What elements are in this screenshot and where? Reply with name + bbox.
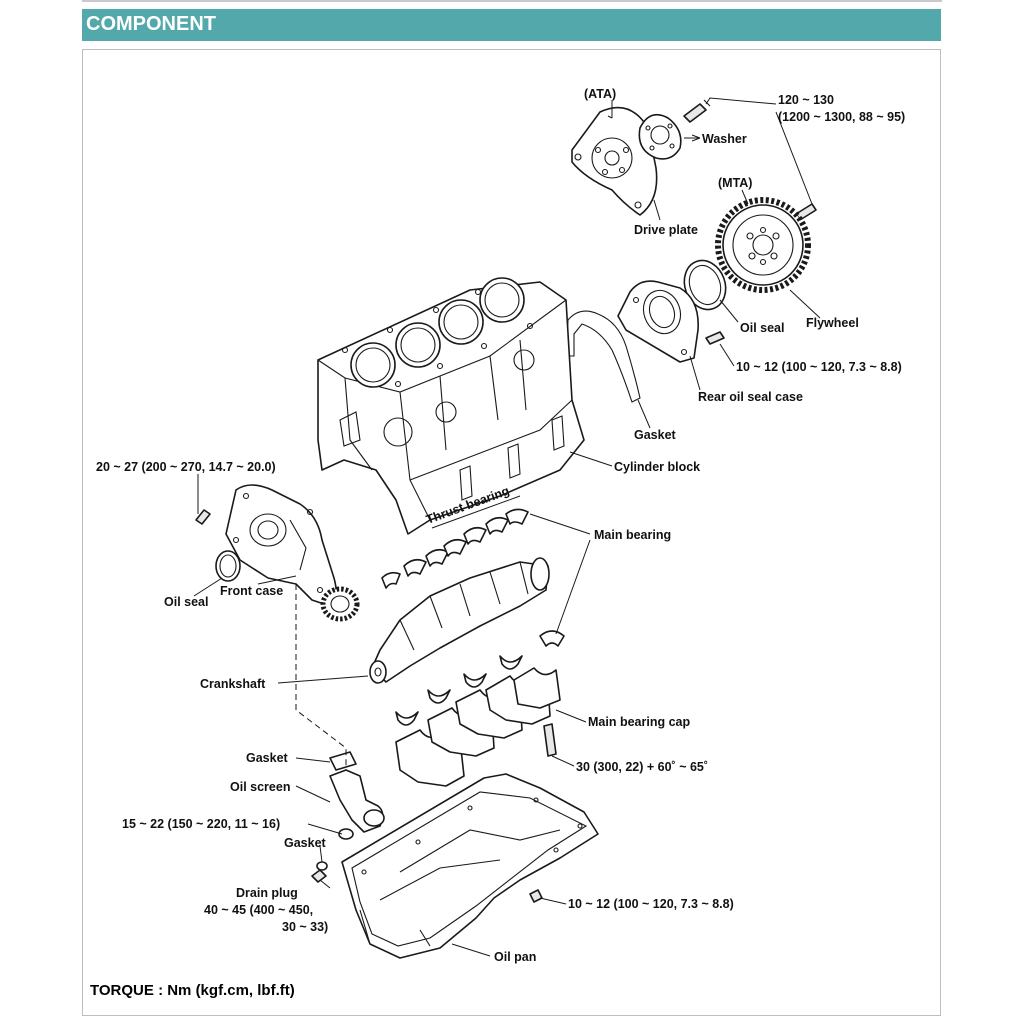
label-mta: (MTA) xyxy=(718,176,752,190)
label-cylinder-block: Cylinder block xyxy=(614,460,700,474)
torque-drain-line2: 30 ~ 33) xyxy=(282,920,328,934)
torque-unit-note: TORQUE : Nm (kgf.cm, lbf.ft) xyxy=(90,982,295,999)
label-crankshaft: Crankshaft xyxy=(200,677,266,691)
labels: (ATA) Washer Drive plate (MTA) Flywheel … xyxy=(90,87,905,999)
rear-case-bolt xyxy=(705,331,725,345)
label-gasket-rear: Gasket xyxy=(634,428,677,442)
front-oil-seal xyxy=(215,550,241,582)
diagram-frame xyxy=(82,49,941,1016)
label-washer: Washer xyxy=(702,132,747,146)
leader-lines xyxy=(193,97,821,957)
washer xyxy=(638,113,682,160)
torque-flywheel-line2: (1200 ~ 1300, 88 ~ 95) xyxy=(778,110,905,124)
label-gasket-screen: Gasket xyxy=(246,751,289,765)
torque-oil-pan: 10 ~ 12 (100 ~ 120, 7.3 ~ 8.8) xyxy=(568,897,734,911)
oil-screen xyxy=(329,751,385,833)
label-oil-pan: Oil pan xyxy=(494,950,536,964)
section-header: COMPONENT xyxy=(82,9,941,41)
upper-bearing-shells xyxy=(381,508,565,647)
torque-flywheel-line1: 120 ~ 130 xyxy=(778,93,834,107)
torque-front-case: 20 ~ 27 (200 ~ 270, 14.7 ~ 20.0) xyxy=(96,460,276,474)
label-flywheel: Flywheel xyxy=(806,316,859,330)
label-oil-screen: Oil screen xyxy=(230,780,290,794)
torque-drain-line1: 40 ~ 45 (400 ~ 450, xyxy=(204,903,313,917)
drain-plug xyxy=(311,861,328,883)
label-oil-seal-front: Oil seal xyxy=(164,595,208,609)
oil-pan-bolt xyxy=(529,889,543,903)
torque-oil-screen: 15 ~ 22 (150 ~ 220, 11 ~ 16) xyxy=(122,817,280,831)
flywheel xyxy=(715,197,811,293)
main-bearing-caps xyxy=(395,667,561,787)
screen-gasket xyxy=(338,828,354,840)
cylinder-block xyxy=(317,277,585,535)
main-cap-bolt xyxy=(543,723,557,757)
oil-pump-gear xyxy=(320,586,360,622)
label-main-bearing-cap: Main bearing cap xyxy=(588,715,690,729)
oil-pan xyxy=(341,773,599,959)
torque-main-cap: 30 (300, 22) + 60˚ ~ 65˚ xyxy=(576,760,708,774)
rear-oil-seal-case xyxy=(617,280,699,363)
rear-gasket xyxy=(565,310,641,403)
label-gasket-drain: Gasket xyxy=(284,836,327,850)
torque-rear-case: 10 ~ 12 (100 ~ 120, 7.3 ~ 8.8) xyxy=(736,360,902,374)
label-drain-plug: Drain plug xyxy=(236,886,298,900)
label-rear-oil-seal-case: Rear oil seal case xyxy=(698,390,803,404)
section-title: COMPONENT xyxy=(86,13,216,35)
front-case-bolt xyxy=(195,509,211,525)
label-drive-plate: Drive plate xyxy=(634,223,698,237)
drive-plate xyxy=(571,106,658,216)
label-oil-seal-rear: Oil seal xyxy=(740,321,784,335)
crankshaft xyxy=(369,557,550,684)
label-front-case: Front case xyxy=(220,584,283,598)
top-rule xyxy=(82,0,942,2)
lower-bearing-shells xyxy=(395,655,523,726)
label-main-bearing: Main bearing xyxy=(594,528,671,542)
label-ata: (ATA) xyxy=(584,87,616,101)
